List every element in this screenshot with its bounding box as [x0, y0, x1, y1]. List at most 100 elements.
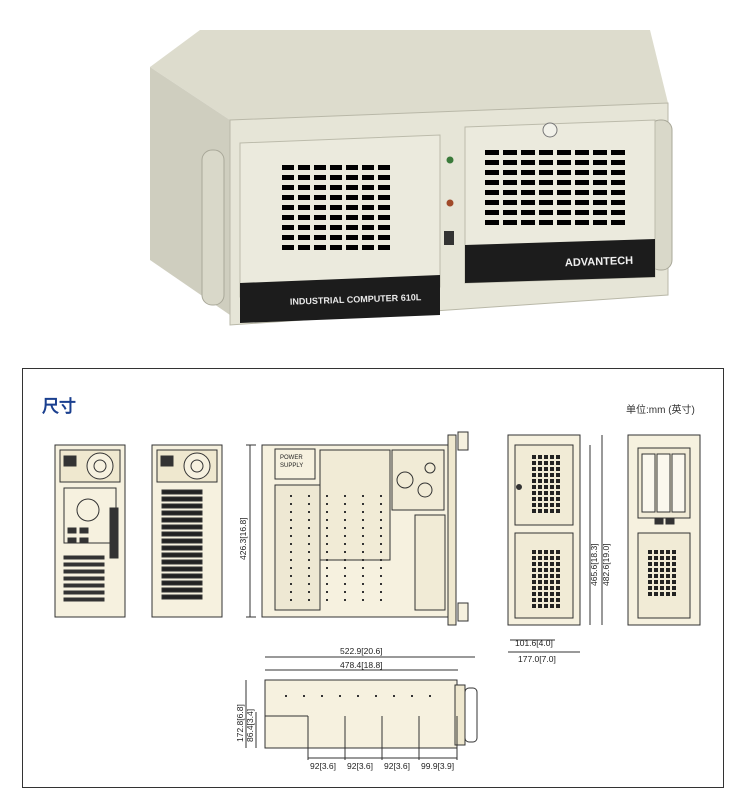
side-width-inner: 101.6[4.0]	[515, 638, 553, 648]
vent-slot	[611, 220, 625, 225]
vent-slot	[290, 543, 292, 545]
vent-slot	[593, 150, 607, 155]
vent-slot	[666, 568, 670, 572]
vent-slot	[282, 165, 294, 170]
bottom-spacing-2: 92[3.6]	[347, 761, 373, 771]
vent-slot	[161, 594, 203, 600]
side-width-outer: 177.0[7.0]	[518, 654, 556, 664]
vent-slot	[362, 245, 374, 250]
vent-slot	[378, 175, 390, 180]
vent-slot	[648, 574, 652, 578]
vent-slot	[161, 559, 203, 565]
vent-slot	[672, 562, 676, 566]
vent-slot	[575, 170, 589, 175]
vent-slot	[666, 580, 670, 584]
lock-icon	[542, 122, 558, 138]
vent-slot	[593, 200, 607, 205]
vent-slot	[290, 559, 292, 561]
vent-slot	[346, 165, 358, 170]
vent-slot	[550, 574, 554, 578]
vent-slot	[298, 245, 310, 250]
vent-slot	[556, 598, 560, 602]
vent-slot	[290, 583, 292, 585]
vent-slot	[538, 562, 542, 566]
vent-slot	[550, 467, 554, 471]
bottom-spacing-1: 92[3.6]	[310, 761, 336, 771]
vent-slot	[161, 489, 203, 495]
vent-slot	[666, 562, 670, 566]
vent-slot	[654, 550, 658, 554]
vent-slot	[298, 235, 310, 240]
vent-slot	[532, 473, 536, 477]
vent-slot	[532, 491, 536, 495]
vent-slot	[550, 497, 554, 501]
vent-slot	[532, 586, 536, 590]
bottom-height-outer: 172.8[6.8]	[235, 704, 245, 742]
vent-slot	[503, 160, 517, 165]
vent-slot	[330, 245, 342, 250]
vent-slot	[308, 495, 310, 497]
vent-slot	[380, 567, 382, 569]
vent-slot	[362, 205, 374, 210]
vent-slot	[539, 180, 553, 185]
vent-slot	[556, 568, 560, 572]
vent-slot	[648, 586, 652, 590]
vent-slot	[556, 461, 560, 465]
chassis-top	[150, 30, 668, 120]
vent-slot	[344, 591, 346, 593]
vent-slot	[575, 160, 589, 165]
vent-slot	[575, 210, 589, 215]
vent-slot	[308, 503, 310, 505]
vent-slot	[314, 175, 326, 180]
vent-slot	[380, 591, 382, 593]
vent-slot	[161, 552, 203, 558]
right-vent-grid	[485, 150, 625, 225]
vent-slot	[648, 550, 652, 554]
vent-slot	[666, 592, 670, 596]
vent-slot	[648, 592, 652, 596]
vent-slot	[660, 568, 664, 572]
vent-slot	[544, 509, 548, 513]
vent-slot	[557, 170, 571, 175]
vent-slot	[556, 455, 560, 459]
vent-slot	[344, 551, 346, 553]
vent-slot	[314, 235, 326, 240]
vent-slot	[290, 567, 292, 569]
vent-slot	[550, 509, 554, 513]
vent-slot	[378, 245, 390, 250]
vent-slot	[521, 200, 535, 205]
vent-slot	[544, 586, 548, 590]
vent-slot	[378, 165, 390, 170]
vent-slot	[290, 527, 292, 529]
vent-slot	[672, 556, 676, 560]
vent-slot	[161, 587, 203, 593]
vent-slot	[326, 543, 328, 545]
vent-slot	[538, 550, 542, 554]
vent-slot	[654, 580, 658, 584]
vent-slot	[538, 473, 542, 477]
vent-slot	[521, 170, 535, 175]
vent-slot	[326, 559, 328, 561]
vent-slot	[485, 190, 499, 195]
vent-slot	[550, 598, 554, 602]
vent-slot	[550, 604, 554, 608]
vent-slot	[575, 190, 589, 195]
vent-slot	[538, 586, 542, 590]
vent-slot	[326, 535, 328, 537]
vent-slot	[344, 511, 346, 513]
usb-port-icon	[444, 231, 454, 245]
vent-slot	[660, 562, 664, 566]
vent-slot	[344, 527, 346, 529]
vent-slot	[550, 562, 554, 566]
vent-slot	[344, 567, 346, 569]
vent-slot	[344, 559, 346, 561]
vent-slot	[538, 509, 542, 513]
vent-slot	[344, 599, 346, 601]
vent-slot	[282, 185, 294, 190]
vent-slot	[544, 479, 548, 483]
bottom-spacing-4: 99.9[3.9]	[421, 761, 454, 771]
vent-slot	[378, 215, 390, 220]
vent-slot	[593, 190, 607, 195]
vent-slot	[538, 580, 542, 584]
